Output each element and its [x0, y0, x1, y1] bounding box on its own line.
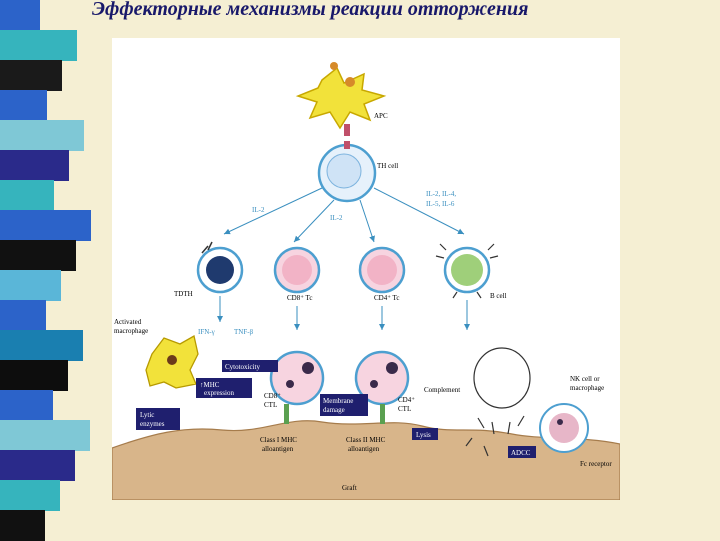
stripe-segment — [0, 420, 90, 451]
arrow-to-bcell — [373, 187, 465, 235]
adcc-box: ADCC — [508, 446, 536, 458]
stripe-segment — [0, 240, 76, 271]
nk-label-2: macrophage — [570, 384, 604, 392]
apc-label: APC — [374, 112, 388, 120]
arrow-to-tdth — [223, 187, 323, 235]
stripe-segment — [0, 60, 62, 91]
stripe-segment — [0, 480, 60, 511]
activated-label-1: Activated — [114, 318, 142, 326]
lysis-box: Lysis — [412, 428, 438, 440]
class1-label-1: Class I MHC — [260, 436, 297, 444]
stripe-segment — [0, 210, 91, 241]
cd8-ctl-label-2: CTL — [264, 401, 277, 409]
th-cell-label: TH cell — [377, 162, 398, 170]
membrane-label-1: Membrane — [323, 397, 353, 405]
stripe-segment — [0, 360, 68, 391]
cd4-ctl-cell — [354, 350, 410, 424]
stripe-segment — [0, 150, 69, 181]
stripe-segment — [0, 90, 47, 121]
class2-label-2: alloantigen — [348, 445, 380, 453]
cytotoxicity-label: Cytotoxicity — [225, 363, 261, 371]
cd4-tc-cell — [358, 246, 406, 294]
tdth-label: TDTH — [174, 290, 193, 298]
nk-cell — [539, 403, 589, 453]
stripe-segment — [0, 30, 77, 61]
il2-left-label: IL-2 — [252, 206, 265, 214]
decorative-stripe-bar — [0, 0, 92, 541]
cd8-ctl-cell — [269, 350, 325, 424]
target-cell-antibodies — [465, 347, 531, 457]
cytotoxicity-box: Cytotoxicity — [222, 360, 278, 372]
mhc-box: ↑MHC expression — [196, 378, 252, 398]
activated-macrophage — [145, 334, 199, 389]
stripe-segment — [0, 390, 53, 421]
tdth-cell — [196, 241, 244, 294]
apc-cell — [295, 62, 387, 136]
lytic-box: Lytic enzymes — [136, 408, 180, 430]
ifn-label: IFN-γ — [198, 328, 215, 336]
cd8-tc-cell — [273, 246, 321, 294]
stripe-segment — [0, 300, 46, 331]
mhc-label-2: expression — [204, 389, 234, 397]
adcc-label: ADCC — [511, 449, 531, 457]
graft-label: Graft — [342, 484, 357, 492]
stripe-segment — [0, 450, 75, 481]
cd4-tc-label: CD4⁺ Tc — [374, 294, 399, 302]
rejection-diagram: APC TH cell IL-2 IL-2 IL-2, IL-4, IL-5, … — [111, 62, 621, 501]
class2-label-1: Class II MHC — [346, 436, 386, 444]
stripe-segment — [0, 120, 84, 151]
stripe-segment — [0, 270, 61, 301]
il2-center-label: IL-2 — [330, 214, 343, 222]
stripe-segment — [0, 0, 40, 31]
tnf-label: TNF-β — [234, 328, 254, 336]
activated-label-2: macrophage — [114, 327, 148, 335]
il-right-label-2: IL-5, IL-6 — [426, 200, 455, 208]
arrow-to-cd4 — [359, 199, 375, 243]
membrane-label-2: damage — [323, 406, 345, 414]
nk-label-1: NK cell or — [570, 375, 600, 383]
lytic-label-2: enzymes — [140, 420, 165, 428]
membrane-box: Membrane damage — [320, 394, 368, 416]
th-cell — [317, 141, 377, 203]
cd8-ctl-label-1: CD8⁺ — [264, 392, 281, 400]
mhc-label-1: ↑MHC — [200, 381, 220, 389]
lysis-label: Lysis — [416, 431, 431, 439]
cd4-ctl-label-2: CTL — [398, 405, 411, 413]
b-cell — [435, 243, 499, 299]
cd4-ctl-label-1: CD4⁺ — [398, 396, 415, 404]
stripe-segment — [0, 180, 54, 211]
lytic-label-1: Lytic — [140, 411, 154, 419]
fc-receptor-label: Fc receptor — [580, 460, 612, 468]
stripe-segment — [0, 330, 83, 361]
complement-label: Complement — [424, 386, 460, 394]
class1-label-2: alloantigen — [262, 445, 294, 453]
il-right-label-1: IL-2, IL-4, — [426, 190, 456, 198]
diagram-canvas: APC TH cell IL-2 IL-2 IL-2, IL-4, IL-5, … — [111, 38, 621, 501]
arrow-to-cd8 — [293, 199, 335, 243]
slide-title: Эффекторные механизмы реакции отторжения — [92, 0, 529, 20]
b-cell-label: B cell — [490, 292, 507, 300]
cd8-tc-label: CD8⁺ Tc — [287, 294, 312, 302]
stripe-segment — [0, 510, 45, 541]
